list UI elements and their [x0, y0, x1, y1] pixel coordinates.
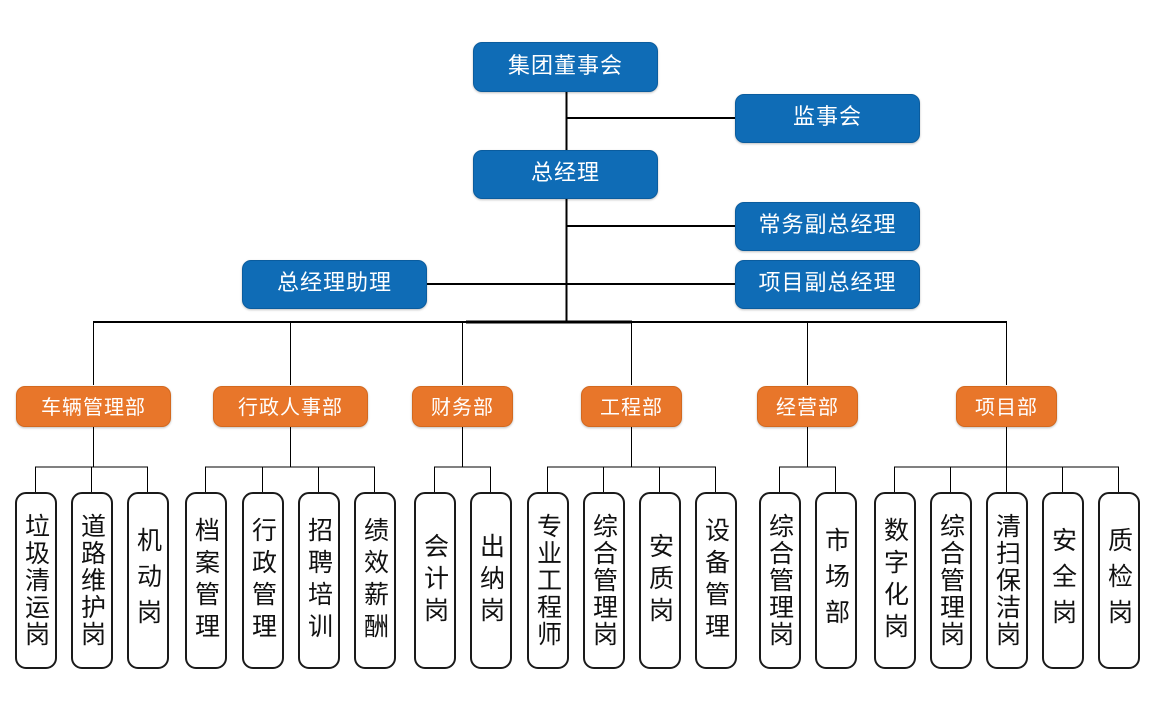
- position-box[interactable]: 清扫保洁岗: [986, 492, 1028, 669]
- position-label: 垃圾清运岗: [21, 513, 51, 648]
- position-label: 安全岗: [1048, 526, 1078, 635]
- position-box[interactable]: 市场部: [815, 492, 857, 669]
- position-label: 绩效薪酬: [360, 516, 390, 645]
- dept-project[interactable]: 项目部: [956, 386, 1057, 427]
- position-box[interactable]: 设备管理: [695, 492, 737, 669]
- node-board[interactable]: 集团董事会: [473, 42, 658, 92]
- position-box[interactable]: 质检岗: [1098, 492, 1140, 669]
- position-label: 机动岗: [133, 526, 163, 635]
- dept-finance[interactable]: 财务部: [412, 386, 513, 427]
- dept-engineering[interactable]: 工程部: [581, 386, 682, 427]
- position-box[interactable]: 综合管理岗: [759, 492, 801, 669]
- position-label: 安质岗: [645, 532, 675, 629]
- node-gm-assistant-label: 总经理助理: [276, 271, 392, 297]
- dept-admin-hr-label: 行政人事部: [238, 394, 343, 419]
- position-box[interactable]: 机动岗: [127, 492, 169, 669]
- position-box[interactable]: 会计岗: [414, 492, 456, 669]
- position-label: 会计岗: [420, 532, 450, 629]
- dept-vehicle-management-label: 车辆管理部: [41, 394, 146, 419]
- position-label: 质检岗: [1104, 526, 1134, 635]
- position-box[interactable]: 综合管理岗: [583, 492, 625, 669]
- node-project-deputy-gm[interactable]: 项目副总经理: [735, 260, 920, 309]
- position-label: 市场部: [821, 526, 851, 635]
- position-box[interactable]: 垃圾清运岗: [15, 492, 57, 669]
- position-label: 清扫保洁岗: [992, 513, 1022, 648]
- position-box[interactable]: 招聘培训: [298, 492, 340, 669]
- dept-business[interactable]: 经营部: [757, 386, 858, 427]
- position-box[interactable]: 安全岗: [1042, 492, 1084, 669]
- position-label: 招聘培训: [304, 516, 334, 645]
- node-general-manager-label: 总经理: [530, 161, 600, 187]
- dept-finance-label: 财务部: [431, 394, 494, 419]
- position-label: 数字化岗: [880, 516, 910, 645]
- position-box[interactable]: 综合管理岗: [930, 492, 972, 669]
- dept-engineering-label: 工程部: [600, 394, 663, 419]
- position-label: 设备管理: [701, 516, 731, 645]
- position-box[interactable]: 安质岗: [639, 492, 681, 669]
- position-label: 行政管理: [248, 516, 278, 645]
- position-label: 综合管理岗: [936, 513, 966, 648]
- position-box[interactable]: 数字化岗: [874, 492, 916, 669]
- node-executive-deputy-gm-label: 常务副总经理: [758, 213, 897, 239]
- node-project-deputy-gm-label: 项目副总经理: [758, 271, 897, 297]
- position-label: 道路维护岗: [77, 513, 107, 648]
- position-label: 出纳岗: [476, 532, 506, 629]
- node-general-manager[interactable]: 总经理: [473, 150, 658, 199]
- position-box[interactable]: 专业工程师: [527, 492, 569, 669]
- position-box[interactable]: 出纳岗: [470, 492, 512, 669]
- position-label: 综合管理岗: [589, 513, 619, 648]
- position-label: 档案管理: [191, 516, 221, 645]
- node-gm-assistant[interactable]: 总经理助理: [242, 260, 427, 309]
- position-box[interactable]: 档案管理: [185, 492, 227, 669]
- node-supervisory-board-label: 监事会: [792, 105, 862, 131]
- position-box[interactable]: 行政管理: [242, 492, 284, 669]
- node-supervisory-board[interactable]: 监事会: [735, 94, 920, 143]
- dept-vehicle-management[interactable]: 车辆管理部: [16, 386, 171, 427]
- dept-project-label: 项目部: [975, 394, 1038, 419]
- node-executive-deputy-gm[interactable]: 常务副总经理: [735, 202, 920, 251]
- dept-admin-hr[interactable]: 行政人事部: [213, 386, 368, 427]
- position-box[interactable]: 绩效薪酬: [354, 492, 396, 669]
- dept-business-label: 经营部: [776, 394, 839, 419]
- node-board-label: 集团董事会: [507, 53, 623, 79]
- position-label: 专业工程师: [533, 513, 563, 648]
- position-label: 综合管理岗: [765, 513, 795, 648]
- position-box[interactable]: 道路维护岗: [71, 492, 113, 669]
